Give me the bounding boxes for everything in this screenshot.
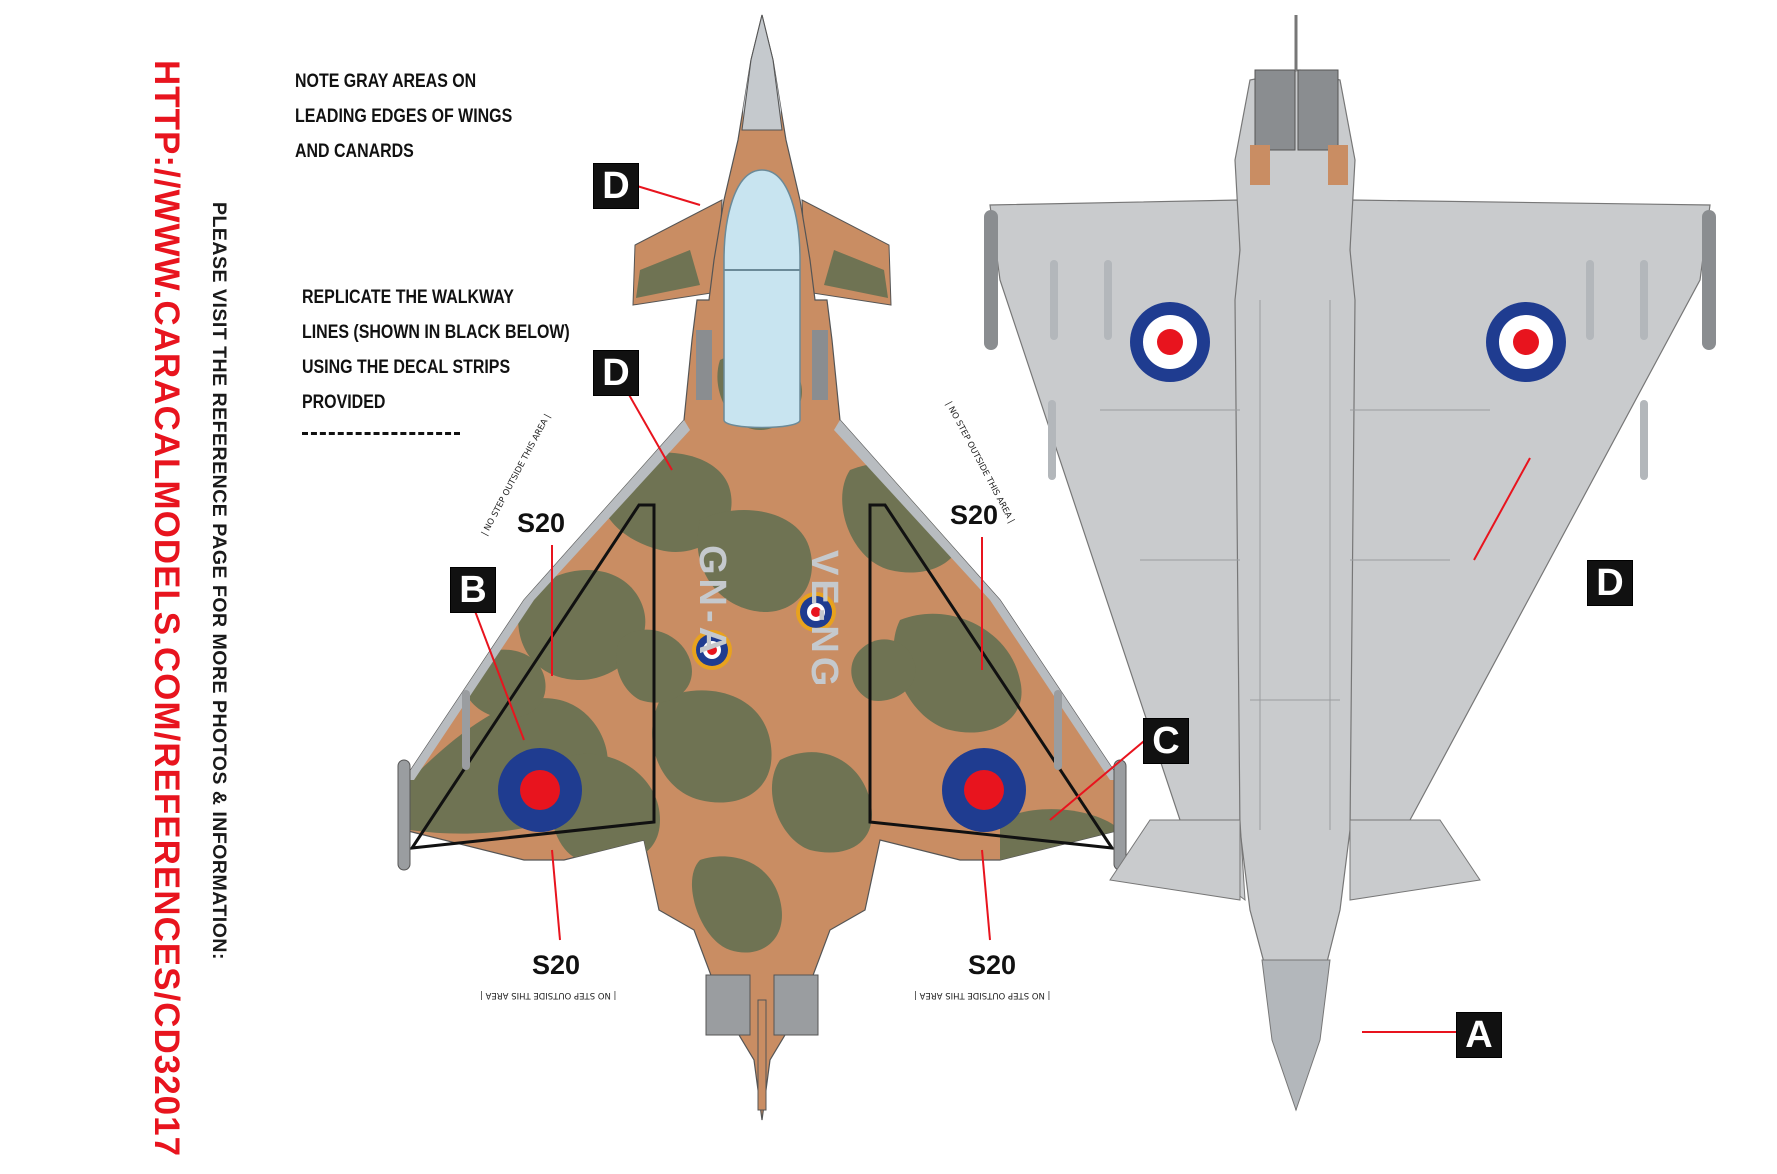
s20-stencil-upper-right: S20 [950, 500, 999, 530]
note-walkway-line-2: LINES (SHOWN IN BLACK BELOW) [302, 322, 570, 343]
note-walkway: REPLICATE THE WALKWAY LINES (SHOWN IN BL… [302, 280, 570, 420]
label-d-wing-edge: D [593, 350, 639, 396]
s20-stencil-upper-left: S20 [517, 508, 566, 538]
label-d-underside: D [1587, 560, 1633, 606]
walkway-sample-dashline [302, 432, 460, 435]
label-d-canard: D [593, 163, 639, 209]
right-serial-code: VE-NG [803, 550, 845, 690]
label-c: C [1143, 718, 1189, 764]
bottom-right-roundel [1486, 302, 1566, 382]
label-b: B [450, 567, 496, 613]
s20-stencil-lower-left: S20 [532, 950, 581, 980]
note-gray-areas: NOTE GRAY AREAS ON LEADING EDGES OF WING… [295, 64, 512, 169]
note-gray-line-2: LEADING EDGES OF WINGS [295, 106, 513, 127]
note-walkway-line-3: USING THE DECAL STRIPS [302, 357, 511, 378]
top-right-roundel [942, 748, 1026, 832]
note-walkway-line-4: PROVIDED [302, 392, 386, 413]
label-a: A [1456, 1012, 1502, 1058]
bottom-left-roundel [1130, 302, 1210, 382]
note-gray-line-3: AND CANARDS [295, 141, 414, 162]
note-walkway-line-1: REPLICATE THE WALKWAY [302, 287, 514, 308]
top-left-roundel [498, 748, 582, 832]
note-gray-line-1: NOTE GRAY AREAS ON [295, 71, 477, 92]
top-view-aircraft: GN-A VE-NG [397, 14, 1127, 1121]
no-step-stencil-lower-right: | NO STEP OUTSIDE THIS AREA | [914, 990, 1051, 1000]
s20-stencil-lower-right: S20 [968, 950, 1017, 980]
no-step-stencil-lower-left: | NO STEP OUTSIDE THIS AREA | [480, 990, 617, 1000]
left-serial-code: GN-A [691, 545, 733, 658]
bottom-view-aircraft [984, 15, 1716, 1112]
